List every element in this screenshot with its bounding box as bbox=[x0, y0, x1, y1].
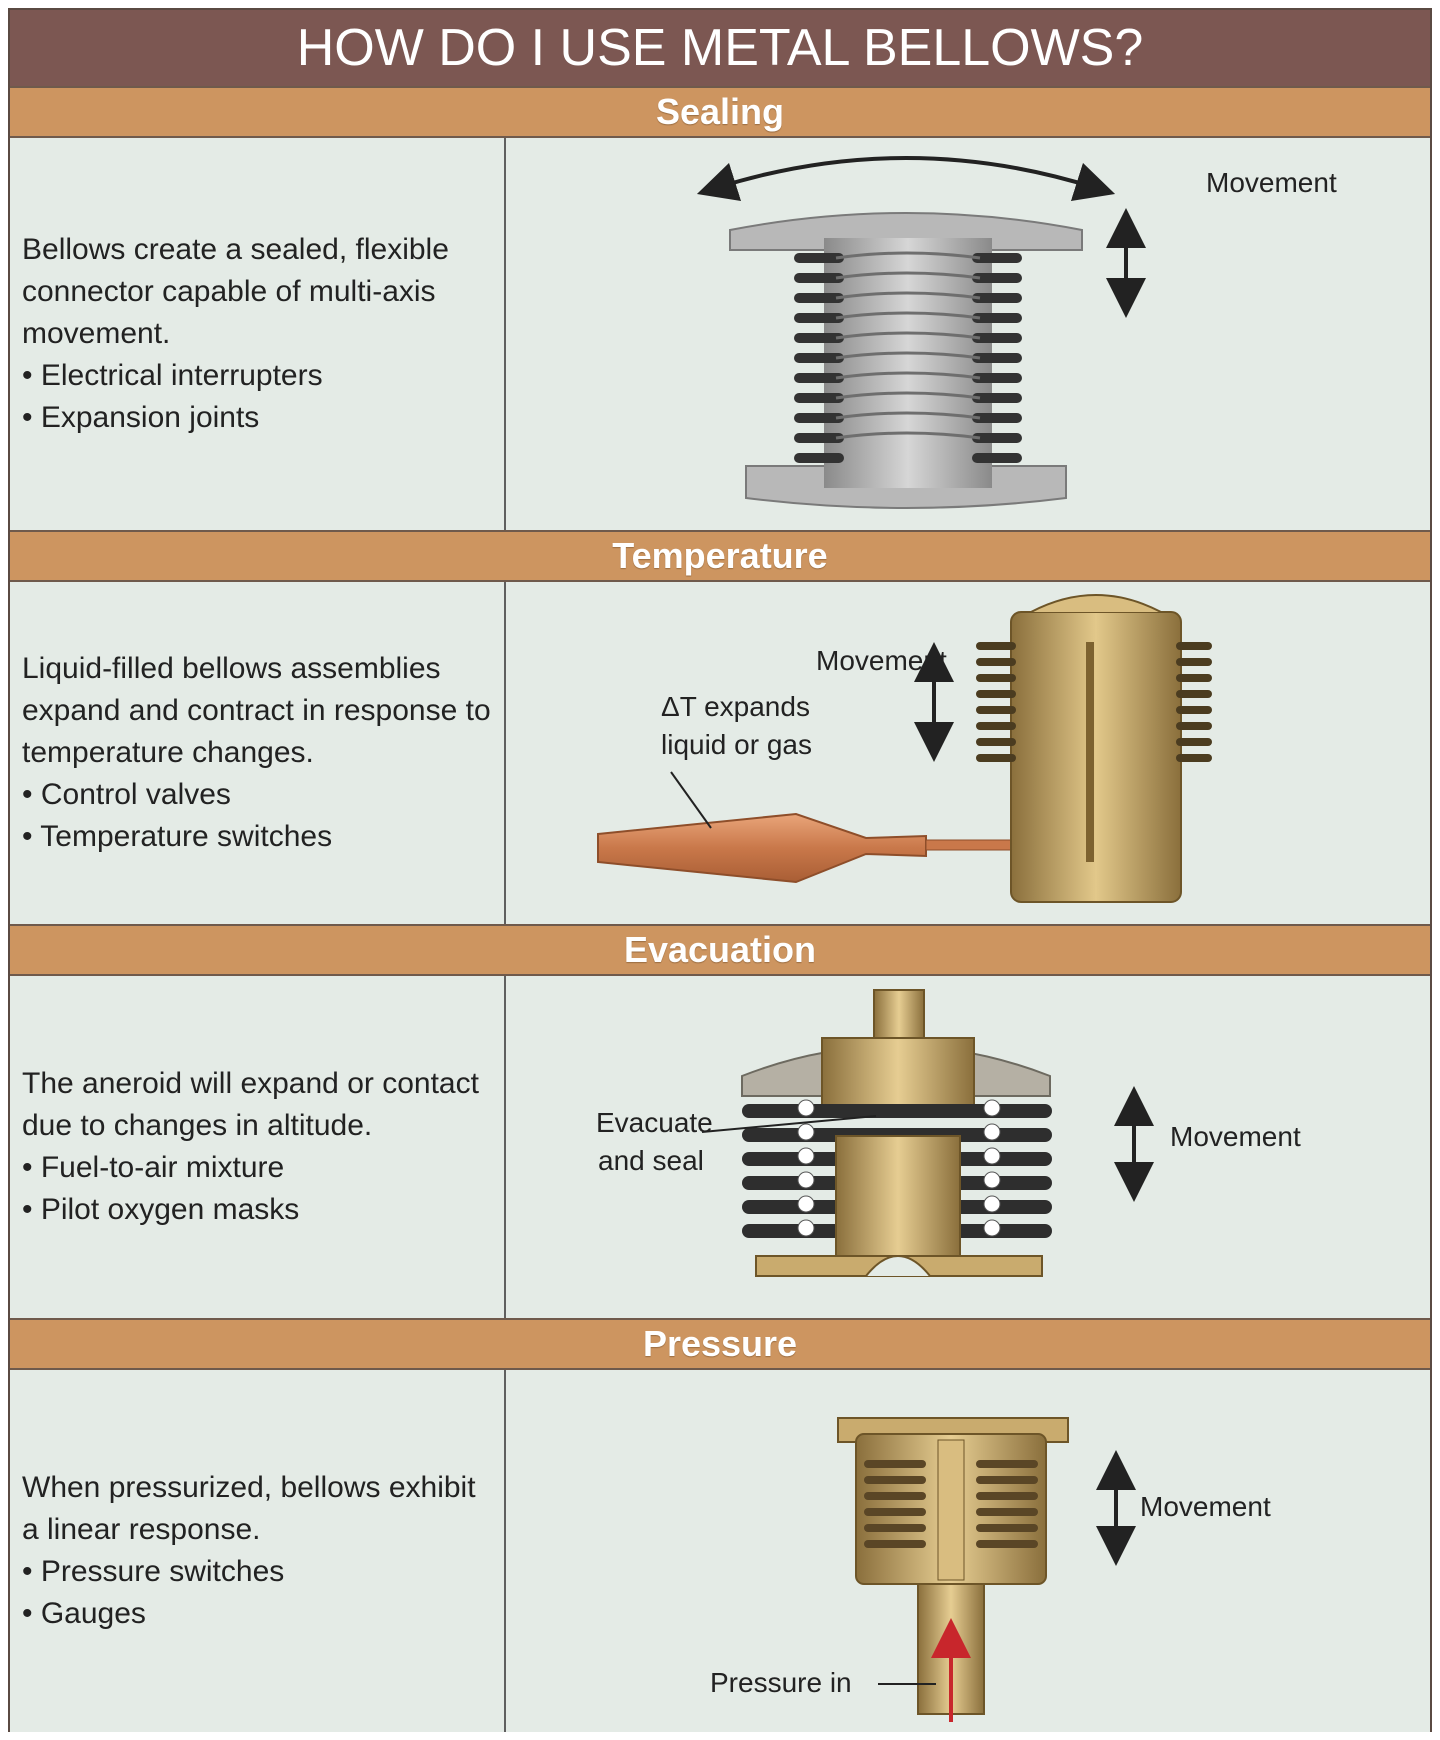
section-row-sealing: Bellows create a sealed, flexible connec… bbox=[10, 138, 1430, 530]
temperature-description: Liquid-filled bellows assemblies expand … bbox=[22, 652, 491, 769]
evacuation-aneroid-illustration bbox=[701, 989, 1154, 1277]
evacuate-label-line-2: and seal bbox=[598, 1145, 704, 1176]
evacuation-movement-label: Movement bbox=[1170, 1121, 1301, 1152]
page-title: HOW DO I USE METAL BELLOWS? bbox=[10, 10, 1430, 88]
evacuation-description: The aneroid will expand or contact due t… bbox=[22, 1067, 479, 1142]
evacuation-description-cell: The aneroid will expand or contact due t… bbox=[10, 976, 506, 1318]
delta-t-label: ΔT expands bbox=[661, 691, 810, 722]
evacuation-bullet-item: Fuel-to-air mixture bbox=[22, 1147, 496, 1189]
evacuate-label: Evacuate bbox=[596, 1107, 713, 1138]
delta-t-label-line-2: liquid or gas bbox=[661, 729, 812, 760]
temperature-movement-label: Movement bbox=[816, 645, 947, 676]
section-heading-evacuation: Evacuation bbox=[10, 924, 1430, 976]
sealing-movement-label: Movement bbox=[1206, 167, 1337, 198]
sealing-illustration-cell: Movement bbox=[506, 138, 1430, 530]
temperature-convolutions bbox=[976, 642, 1212, 762]
temperature-description-cell: Liquid-filled bellows assemblies expand … bbox=[10, 582, 506, 924]
pressure-movement-label: Movement bbox=[1140, 1491, 1271, 1522]
section-row-evacuation: The aneroid will expand or contact due t… bbox=[10, 976, 1430, 1318]
sealing-description-cell: Bellows create a sealed, flexible connec… bbox=[10, 138, 506, 530]
temperature-bullet-item: Control valves bbox=[22, 774, 496, 816]
section-row-pressure: When pressurized, bellows exhibit a line… bbox=[10, 1370, 1430, 1732]
infographic-frame: HOW DO I USE METAL BELLOWS? Sealing Bell… bbox=[8, 8, 1432, 1732]
pressure-bullet-list: Pressure switches Gauges bbox=[22, 1551, 496, 1635]
pressure-in-label: Pressure in bbox=[710, 1667, 852, 1698]
pressure-description: When pressurized, bellows exhibit a line… bbox=[22, 1471, 476, 1546]
sealing-description: Bellows create a sealed, flexible connec… bbox=[22, 233, 449, 350]
pressure-description-cell: When pressurized, bellows exhibit a line… bbox=[10, 1370, 506, 1732]
section-heading-pressure: Pressure bbox=[10, 1318, 1430, 1370]
evacuation-bullet-item: Pilot oxygen masks bbox=[22, 1189, 496, 1231]
pressure-bellows-illustration bbox=[837, 1417, 1136, 1722]
copper-bulb bbox=[597, 812, 927, 884]
sealing-bullet-item: Expansion joints bbox=[22, 397, 496, 439]
section-row-temperature: Liquid-filled bellows assemblies expand … bbox=[10, 582, 1430, 924]
pressure-bullet-item: Pressure switches bbox=[22, 1551, 496, 1593]
section-heading-temperature: Temperature bbox=[10, 530, 1430, 582]
evacuation-illustration-cell: Evacuate and seal Movement bbox=[506, 976, 1430, 1318]
multi-axis-arrow-icon bbox=[696, 156, 1116, 202]
pressure-illustration-cell: Movement Pressure in bbox=[506, 1370, 1430, 1732]
temperature-illustration-cell: Movement ΔT expands liquid or gas bbox=[506, 582, 1430, 924]
temperature-bullet-item: Temperature switches bbox=[22, 816, 496, 858]
section-heading-sealing: Sealing bbox=[10, 86, 1430, 138]
pressure-convolutions bbox=[864, 1460, 1038, 1548]
pressure-bullet-item: Gauges bbox=[22, 1593, 496, 1635]
evacuation-bullet-list: Fuel-to-air mixture Pilot oxygen masks bbox=[22, 1147, 496, 1231]
temperature-bullet-list: Control valves Temperature switches bbox=[22, 774, 496, 858]
sealing-convolutions bbox=[794, 253, 1022, 463]
sealing-bullet-list: Electrical interrupters Expansion joints bbox=[22, 355, 496, 439]
sealing-bellows-illustration bbox=[696, 156, 1146, 509]
temperature-bellows-illustration bbox=[597, 594, 1212, 903]
sealing-bullet-item: Electrical interrupters bbox=[22, 355, 496, 397]
